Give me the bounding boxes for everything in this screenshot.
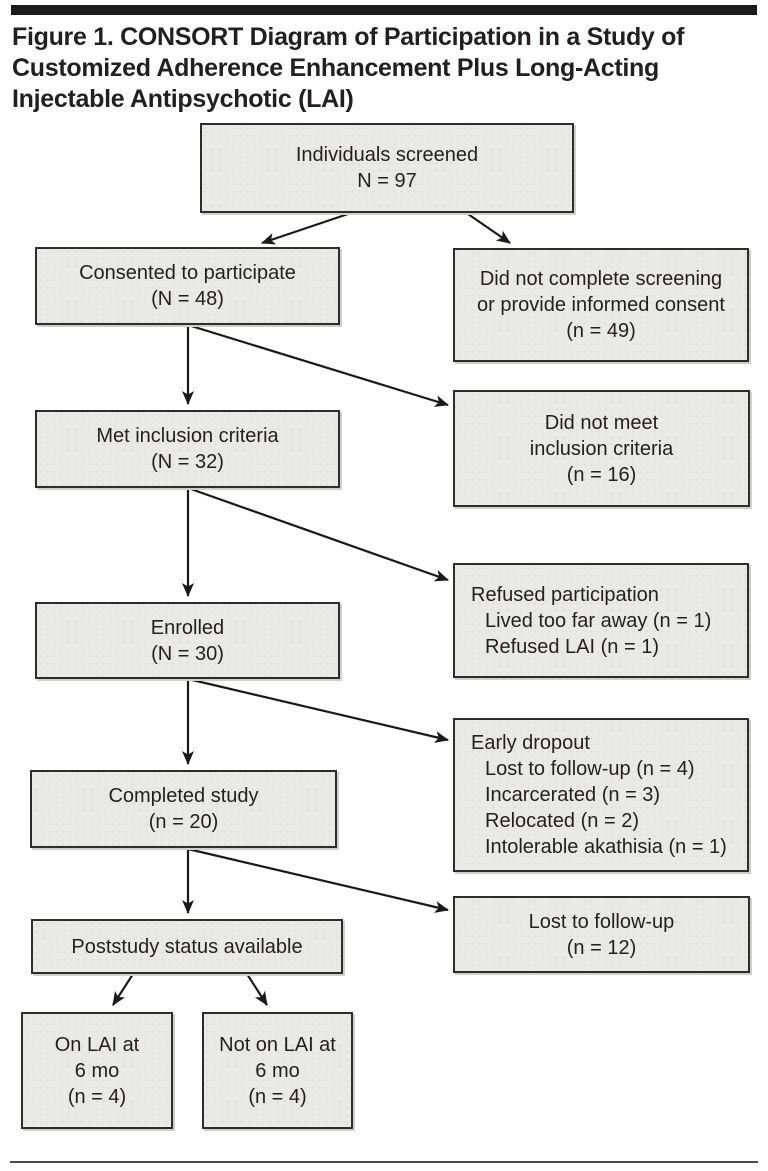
box-text: Did not meet bbox=[544, 411, 659, 434]
box-text: Not on LAI at bbox=[219, 1033, 336, 1056]
figure-title: Figure 1. CONSORT Diagram of Participati… bbox=[12, 22, 752, 115]
arrow-poststudy-to-on-lai bbox=[112, 973, 134, 1006]
box-text: Refused participation bbox=[471, 583, 659, 606]
figure-title-line: Figure 1. CONSORT Diagram of Participati… bbox=[12, 23, 685, 51]
box-text: or provide informed consent bbox=[477, 294, 725, 316]
box-text: (n = 4) bbox=[67, 1085, 127, 1108]
box-text: Completed study bbox=[108, 785, 259, 807]
box-text: Poststudy status available bbox=[71, 935, 303, 958]
box-text: 6 mo bbox=[255, 1059, 300, 1082]
arrow-enrolled-to-early-dropout bbox=[187, 677, 449, 743]
box-text: (n = 12) bbox=[566, 936, 637, 959]
box-refused-participation: Refused participation Lived too far away… bbox=[453, 563, 749, 678]
box-text: Lost to follow-up (n = 4) bbox=[485, 758, 695, 780]
figure-title-line: Customized Adherence Enhancement Plus Lo… bbox=[12, 54, 659, 82]
box-text: (n = 20) bbox=[148, 811, 219, 833]
box-text: Intolerable akathisia (n = 1) bbox=[485, 836, 727, 858]
box-text: On LAI at bbox=[54, 1033, 140, 1056]
box-text: Met inclusion criteria bbox=[96, 425, 279, 447]
box-completed-study: Completed study (n = 20) bbox=[30, 770, 337, 848]
box-text: Lost to follow-up bbox=[528, 910, 675, 933]
arrow-screened-to-consented bbox=[261, 212, 349, 245]
box-individuals-screened: Individuals screened N = 97 bbox=[200, 123, 574, 213]
arrow-screened-to-not-completed bbox=[467, 213, 511, 244]
box-text: Refused LAI (n = 1) bbox=[485, 635, 659, 658]
box-text: (N = 30) bbox=[151, 642, 224, 665]
box-text: (n = 49) bbox=[566, 320, 636, 342]
box-text: Early dropout bbox=[471, 732, 590, 754]
box-text: N = 97 bbox=[357, 170, 417, 192]
box-not-completed-screening: Did not complete screening or provide in… bbox=[453, 248, 749, 362]
box-poststudy-status: Poststudy status available bbox=[31, 919, 343, 974]
box-enrolled: Enrolled (N = 30) bbox=[35, 602, 340, 679]
box-text: Lived too far away (n = 1) bbox=[485, 609, 712, 632]
box-on-lai: On LAI at 6 mo (n = 4) bbox=[21, 1012, 173, 1129]
box-early-dropout: Early dropout Lost to follow-up (n = 4) … bbox=[453, 718, 749, 872]
top-rule bbox=[11, 5, 757, 15]
arrow-consented-to-not-met bbox=[187, 323, 449, 407]
box-text: (n = 16) bbox=[566, 463, 637, 486]
arrow-poststudy-to-not-on-lai bbox=[246, 973, 268, 1006]
box-text: 6 mo bbox=[74, 1059, 120, 1082]
box-text: Enrolled bbox=[150, 616, 225, 639]
box-consented: Consented to participate (N = 48) bbox=[35, 247, 340, 325]
box-text: Individuals screened bbox=[295, 144, 479, 166]
figure-title-line: Injectable Antipsychotic (LAI) bbox=[12, 85, 354, 113]
box-text: (N = 48) bbox=[151, 288, 224, 310]
box-text: Did not complete screening bbox=[479, 268, 723, 290]
box-not-met-inclusion: Did not meet inclusion criteria (n = 16) bbox=[453, 390, 750, 507]
box-text: inclusion criteria bbox=[529, 437, 674, 460]
box-text: (n = 4) bbox=[248, 1085, 307, 1108]
box-text: Consented to participate bbox=[79, 262, 296, 284]
box-text: Incarcerated (n = 3) bbox=[485, 784, 661, 806]
box-not-on-lai: Not on LAI at 6 mo (n = 4) bbox=[202, 1012, 353, 1129]
arrow-met-criteria-to-refused bbox=[187, 486, 449, 582]
box-text: (N = 32) bbox=[151, 451, 224, 473]
box-text: Relocated (n = 2) bbox=[485, 810, 639, 832]
box-lost-to-followup: Lost to follow-up (n = 12) bbox=[453, 896, 750, 973]
bottom-rule bbox=[10, 1161, 758, 1163]
arrow-completed-to-lost-followup bbox=[187, 847, 449, 913]
box-met-inclusion: Met inclusion criteria (N = 32) bbox=[35, 410, 340, 488]
